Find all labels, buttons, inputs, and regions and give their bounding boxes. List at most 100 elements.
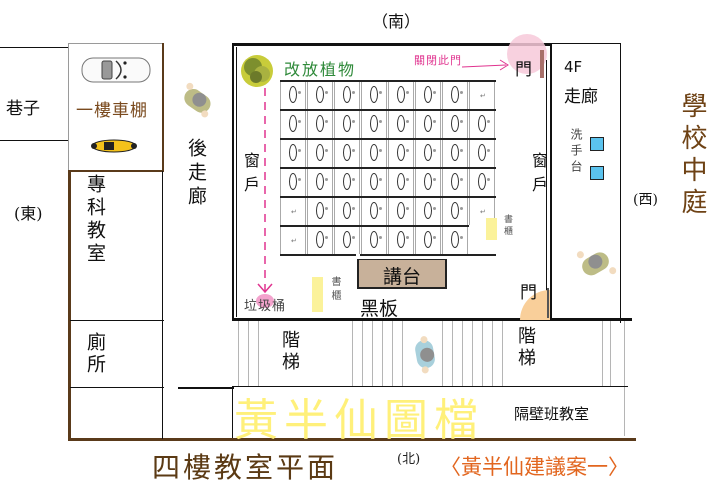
desk-cell [280, 169, 306, 196]
chair-icon [478, 115, 490, 132]
trash-bin-icon [256, 294, 274, 308]
desk-cell [388, 227, 414, 254]
chair-icon [289, 115, 301, 132]
desk-cell [334, 198, 360, 225]
chair-icon [370, 115, 382, 132]
desk-cell [334, 169, 360, 196]
chair-icon [451, 173, 463, 190]
desk-cell [469, 169, 495, 196]
chair-icon [343, 86, 355, 103]
watermark-box-left [232, 386, 233, 438]
classroom-wall-top [232, 43, 550, 46]
empty-seat-mark: ↵ [291, 208, 297, 216]
chair-icon [424, 231, 436, 248]
desk-cell [334, 111, 360, 138]
desk-row [280, 138, 496, 169]
chair-icon [289, 144, 301, 161]
chair-icon [316, 202, 328, 219]
desk-cell [361, 111, 387, 138]
chair-icon [397, 231, 409, 248]
chair-icon [397, 144, 409, 161]
compass-south: （南） [372, 12, 421, 31]
corridor-label: 走廊 [564, 87, 598, 107]
chair-icon [478, 144, 490, 161]
desk-cell [361, 140, 387, 167]
toilet-label: 廁所 [84, 332, 106, 376]
desk-row-bottom-line [280, 254, 356, 256]
bookshelf-right-label: 書櫃 [502, 214, 512, 238]
chair-icon [370, 144, 382, 161]
garage-wall-right [162, 43, 164, 171]
empty-seat-mark: ↵ [480, 92, 486, 100]
chair-icon [397, 115, 409, 132]
stairs-bottom-wall [232, 386, 628, 387]
door-top[interactable]: 門 [515, 60, 532, 80]
chair-icon [370, 231, 382, 248]
window-left-label: 窗戶 [241, 152, 260, 200]
chair-icon [424, 144, 436, 161]
car-icon [80, 55, 152, 85]
blackboard-label: 黑板 [360, 298, 399, 320]
desk-cell: ↵ [280, 227, 306, 254]
alley-label: 巷子 [6, 99, 40, 119]
chair-icon [424, 202, 436, 219]
desk-cell [307, 140, 333, 167]
special-classroom-bottom-wall [70, 320, 164, 321]
chair-icon [316, 173, 328, 190]
desk-cell [415, 111, 441, 138]
trash-label: 垃圾桶 [244, 299, 287, 314]
desk-row-bottom-line [360, 254, 496, 256]
desk-cell [415, 227, 441, 254]
chair-icon [289, 173, 301, 190]
sink-icon [590, 166, 604, 180]
desk-cell [361, 169, 387, 196]
alley-top-wall [0, 47, 68, 48]
window-right-label: 窗戶 [529, 152, 548, 200]
footer-title: 四樓教室平面 [152, 451, 339, 484]
desk-cell [307, 82, 333, 109]
sink-icon [590, 137, 604, 151]
chair-icon [343, 115, 355, 132]
plants-label: 改放植物 [284, 60, 357, 79]
desk-cell [442, 198, 468, 225]
desk-cell [280, 82, 306, 109]
stairs-area [234, 321, 626, 436]
desk-cell: ↵ [469, 198, 495, 225]
desk-cell [307, 198, 333, 225]
chair-icon [370, 202, 382, 219]
desk-cell [388, 82, 414, 109]
bookshelf-right-icon [486, 218, 497, 240]
neighbor-classroom-label: 隔壁班教室 [514, 405, 590, 423]
desk-cell: ↵ [469, 82, 495, 109]
bottom-outer-wall [68, 438, 636, 441]
courtyard-label: 學校中庭 [677, 92, 707, 220]
close-door-label: 關閉此門 [414, 54, 462, 67]
empty-seat-mark: ↵ [480, 208, 486, 216]
desk-cell [442, 140, 468, 167]
desk-cell [280, 140, 306, 167]
door-bottom[interactable]: 門 [520, 283, 537, 303]
chair-icon [424, 115, 436, 132]
empty-seat-mark: ↵ [291, 237, 297, 245]
chair-icon [370, 86, 382, 103]
corridor-top-wall [550, 43, 621, 44]
east-outer-wall-left [68, 170, 71, 440]
person-icon-stairs [405, 333, 447, 375]
desk-cell [334, 140, 360, 167]
chair-icon [289, 86, 301, 103]
desk-row [280, 196, 496, 227]
classroom-wall-right-inner [546, 60, 547, 318]
desk-cell [388, 169, 414, 196]
special-classroom-label: 專科教室 [84, 174, 106, 266]
garage-label: 一樓車棚 [76, 101, 148, 121]
chair-icon [370, 173, 382, 190]
watermark-text: 黃半仙圖檔 [234, 395, 484, 446]
desk-cell [442, 227, 468, 254]
east-rooms-right-wall [162, 171, 163, 439]
desk-cell [307, 111, 333, 138]
podium [357, 259, 447, 289]
desk-cell [388, 111, 414, 138]
desk-grid: ↵ ↵ ↵ ↵ [280, 80, 496, 256]
trash-path-arrow [257, 88, 273, 298]
desk-cell [415, 198, 441, 225]
